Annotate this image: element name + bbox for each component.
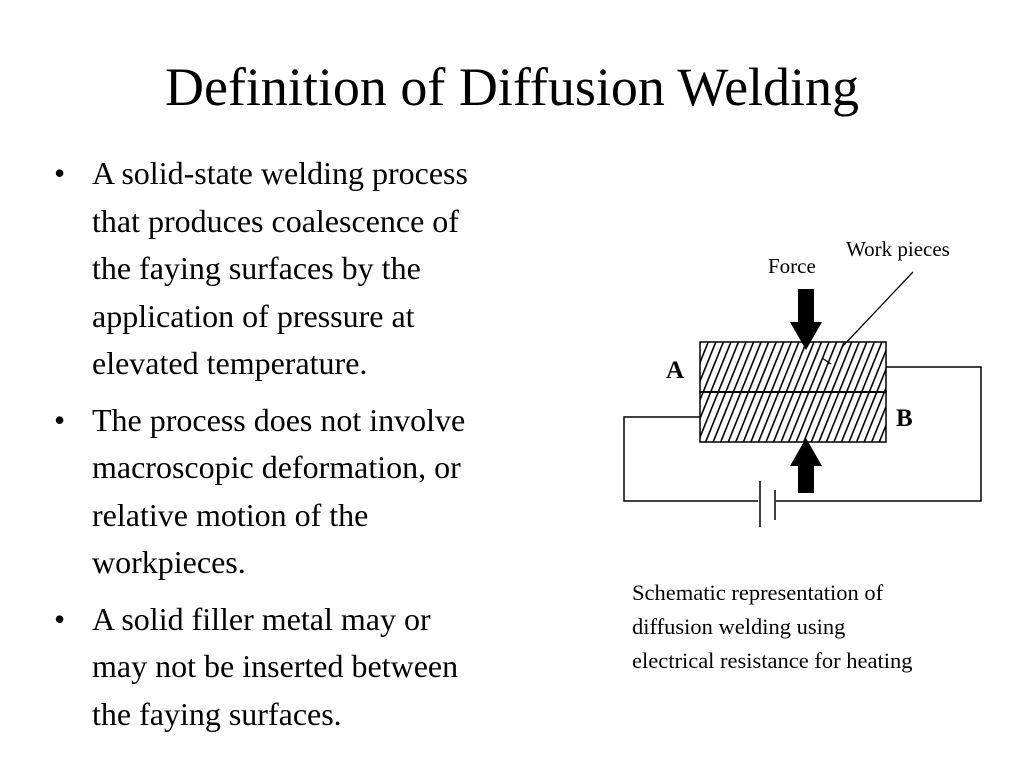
circuit-wire-left (623, 416, 758, 502)
circuit-wire-right (776, 366, 982, 502)
workpiece-a (699, 341, 887, 393)
bullet-line: may not be inserted between (92, 648, 459, 684)
caption-line: diffusion welding using (632, 614, 846, 639)
bullet-marker: • (54, 401, 66, 438)
caption-line: Schematic representation of (632, 580, 884, 605)
force-arrow-down-icon (790, 289, 822, 350)
workpieces-leader-line (841, 271, 914, 348)
bullet-line: A solid filler metal may or (92, 600, 431, 637)
diagram-caption: Schematic representation of diffusion we… (632, 576, 1012, 678)
workpieces-label: Work pieces (846, 237, 950, 261)
force-label: Force (768, 254, 816, 278)
force-arrow-up-icon (790, 438, 822, 493)
bullet-line: the faying surfaces by the (92, 250, 421, 286)
bullet-line: A solid-state welding process (92, 155, 468, 191)
bullet-line: workpieces. (92, 544, 246, 580)
bullet-item: • A solid filler metal may or may not be… (54, 596, 574, 739)
bullet-line: macroscopic deformation, or (92, 449, 461, 485)
bullet-item: • A solid-state welding process that pro… (54, 150, 574, 388)
bullet-line: application of pressure at (92, 297, 415, 334)
bullet-line: elevated temperature. (92, 345, 368, 381)
slide-title: Definition of Diffusion Welding (164, 57, 860, 117)
label-a: A (666, 357, 684, 384)
bullet-marker: • (54, 600, 66, 637)
bullet-marker: • (54, 155, 66, 191)
bullet-line: The process does not involve (92, 401, 466, 438)
label-b: B (896, 405, 913, 432)
bullet-line: that produces coalescence of (92, 202, 459, 239)
bullet-item: • The process does not involve macroscop… (54, 397, 574, 587)
caption-line: electrical resistance for heating (632, 648, 913, 673)
bullet-line: the faying surfaces. (92, 695, 342, 732)
workpiece-b (699, 391, 887, 443)
workpieces-leader-tick (821, 357, 832, 365)
bullet-list: • A solid-state welding process that pro… (54, 150, 574, 747)
bullet-line: relative motion of the (92, 496, 369, 533)
